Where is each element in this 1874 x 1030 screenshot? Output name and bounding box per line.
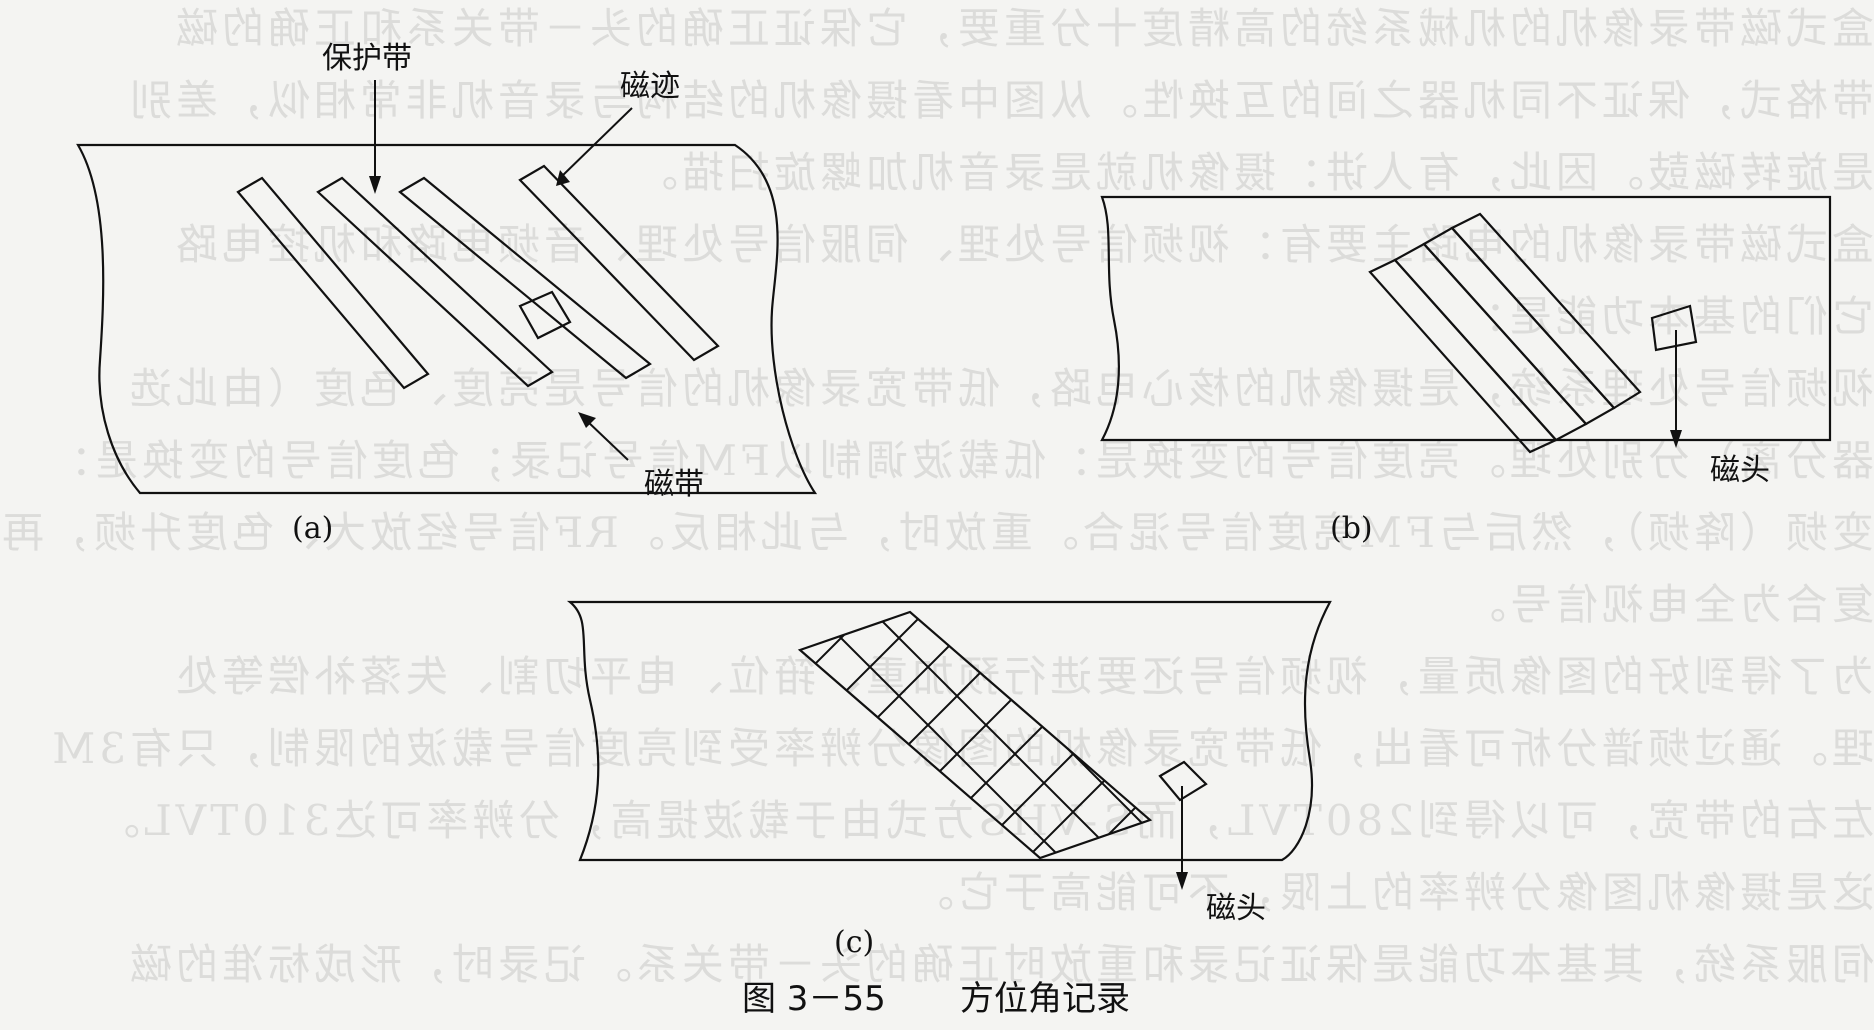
track-a-1 xyxy=(236,176,430,390)
arrow-guard-band xyxy=(369,80,381,194)
track-a-3 xyxy=(398,176,652,380)
arrow-head-c xyxy=(1176,786,1188,890)
label-track: 磁迹 xyxy=(620,69,680,104)
magnetic-tracks-b xyxy=(1368,212,1698,454)
track-a-4 xyxy=(518,164,720,362)
head-b xyxy=(1650,304,1698,352)
caption-title: 方位角记录 xyxy=(960,979,1130,1019)
arrow-track xyxy=(556,107,633,186)
track-b-2 xyxy=(1393,242,1588,442)
caption-number: 图 3－55 xyxy=(742,979,886,1019)
label-guard-band: 保护带 xyxy=(322,41,412,76)
tape-outline-b xyxy=(1100,195,1832,442)
panel-b: 磁头 (b) xyxy=(1100,195,1832,546)
head-a xyxy=(518,290,572,340)
figure-caption: 图 3－55 方位角记录 xyxy=(742,979,1130,1019)
arrow-tape xyxy=(578,412,629,461)
panel-label-b: (b) xyxy=(1330,511,1373,546)
diamond-tracks-c xyxy=(797,610,1208,860)
head-c xyxy=(1158,760,1208,802)
panel-a: 保护带 磁迹 磁带 (a) xyxy=(76,41,818,546)
tape-outline-a xyxy=(76,143,818,495)
label-head-c: 磁头 xyxy=(1206,891,1266,926)
arrow-head-b xyxy=(1670,330,1682,448)
panel-label-a: (a) xyxy=(292,511,333,546)
tape-outline-c xyxy=(566,600,1332,862)
panel-c: 磁头 (c) xyxy=(566,600,1332,960)
track-a-2 xyxy=(316,176,554,388)
magnetic-tracks-a xyxy=(236,164,720,390)
label-tape: 磁带 xyxy=(644,467,704,502)
track-b-4 xyxy=(1450,212,1642,410)
label-head-b: 磁头 xyxy=(1710,453,1770,488)
panel-label-c: (c) xyxy=(834,925,874,960)
